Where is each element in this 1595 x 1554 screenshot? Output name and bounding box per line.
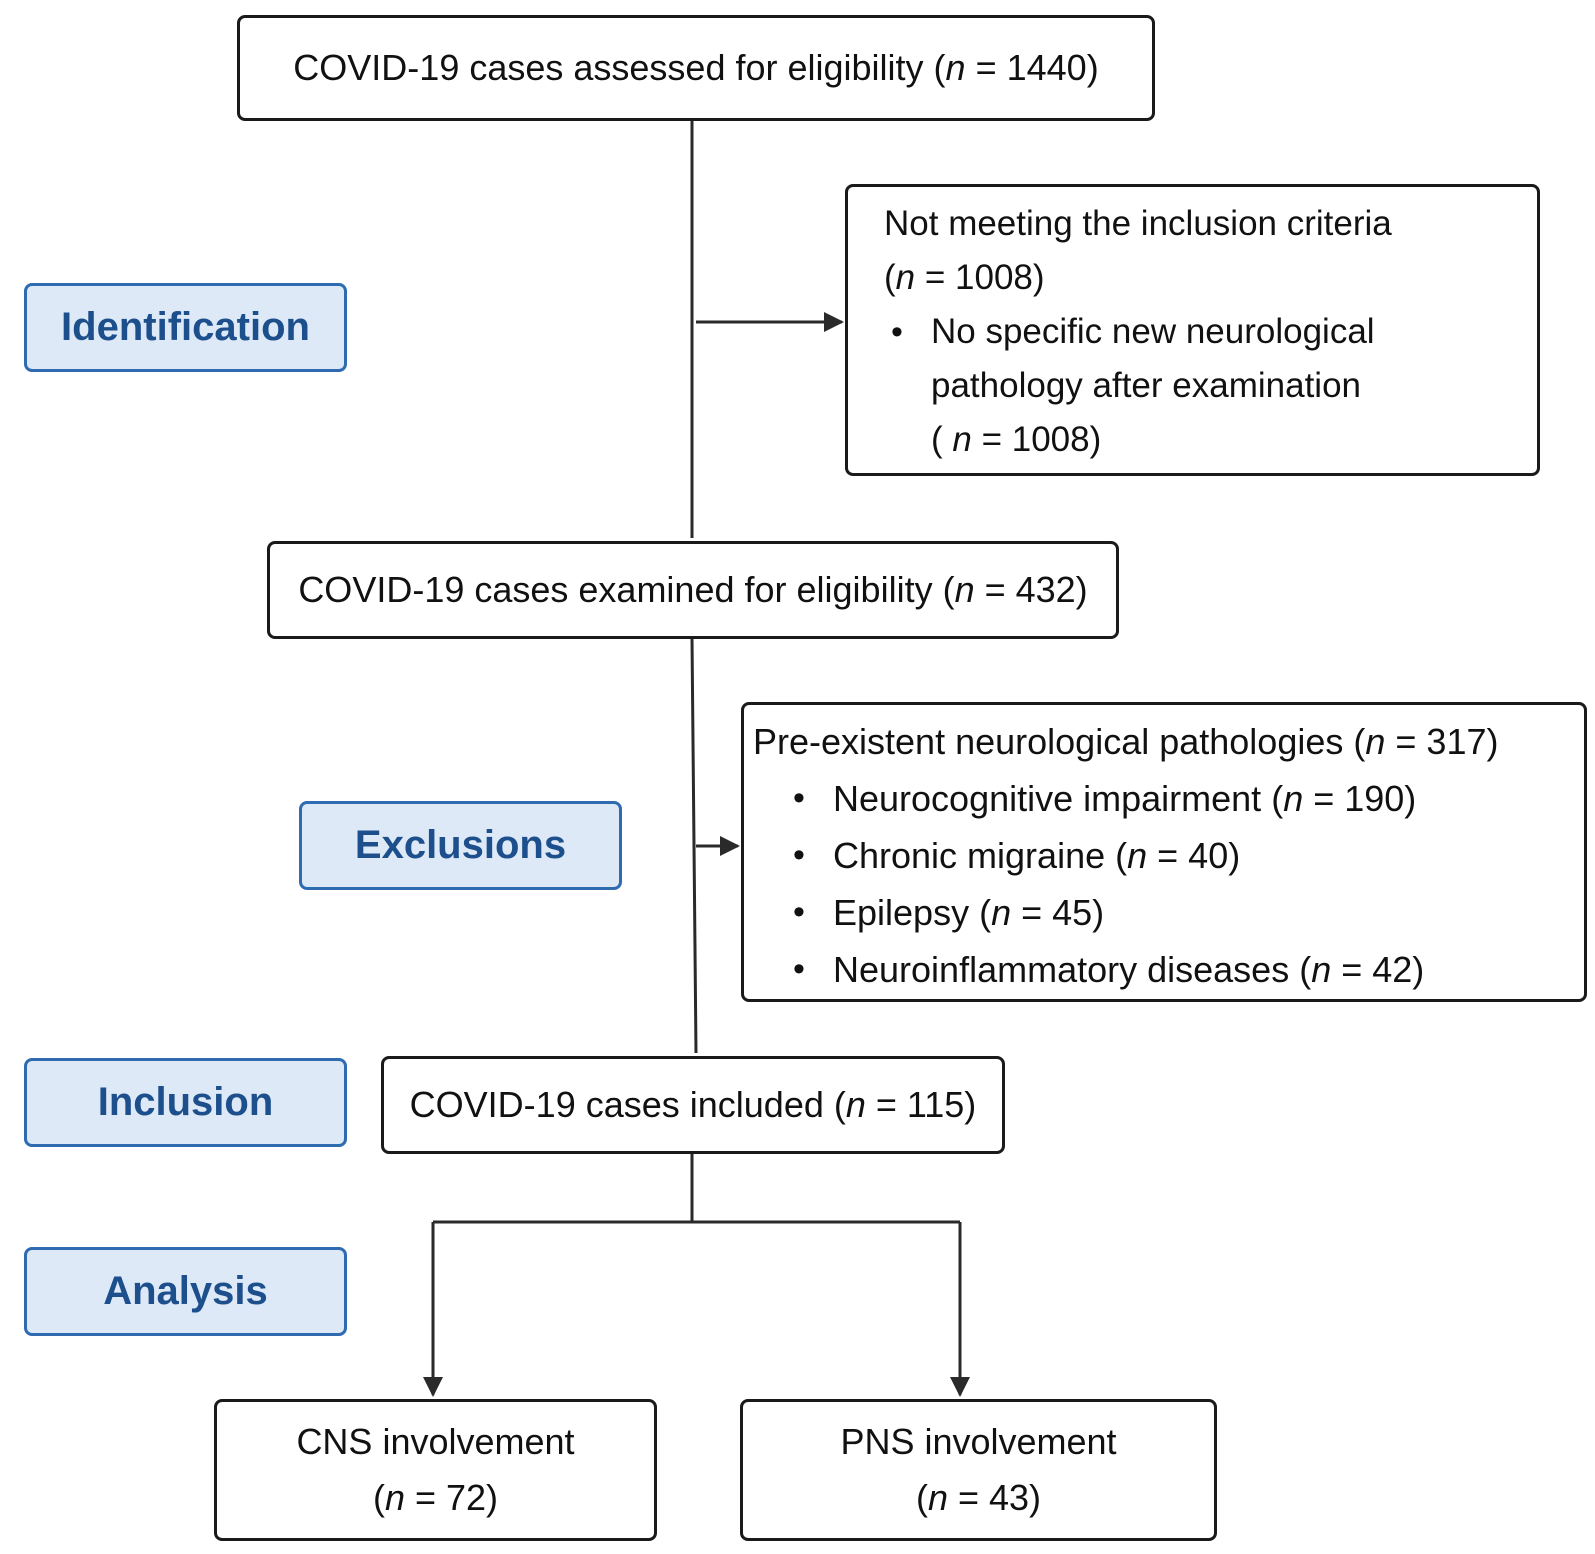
- cases-examined-text: COVID-19 cases examined for eligibility …: [298, 568, 1088, 610]
- stage-analysis: Analysis: [24, 1247, 347, 1336]
- box-not-meeting-criteria: Not meeting the inclusion criteria (n = …: [845, 184, 1540, 476]
- list-item: Neuroinflammatory diseases (n = 42): [793, 941, 1584, 998]
- stage-exclusions: Exclusions: [299, 801, 622, 890]
- pns-count: (n = 43): [915, 1477, 1042, 1518]
- not-meeting-count: (n = 1008): [884, 258, 1045, 297]
- list-item: Epilepsy (n = 45): [793, 884, 1584, 941]
- preexistent-title: Pre-existent neurological pathologies (n…: [753, 721, 1499, 762]
- not-meeting-bullet-count: ( n = 1008): [931, 420, 1102, 459]
- stage-inclusion: Inclusion: [24, 1058, 347, 1147]
- not-meeting-bullet-line1: No specific new neurological: [931, 312, 1375, 351]
- connector-examined-to-included: [690, 637, 698, 1054]
- cns-label: CNS involvement: [296, 1421, 575, 1462]
- cases-assessed-text: COVID-19 cases assessed for eligibility …: [293, 46, 1099, 88]
- stage-inclusion-label: Inclusion: [97, 1080, 274, 1124]
- box-cases-included: COVID-19 cases included (n = 115): [381, 1056, 1005, 1154]
- cns-count: (n = 72): [372, 1477, 499, 1518]
- box-preexistent-pathologies: Pre-existent neurological pathologies (n…: [741, 702, 1587, 1002]
- box-pns-involvement: PNS involvement (n = 43): [740, 1399, 1217, 1541]
- not-meeting-bullet-line2: pathology after examination: [931, 366, 1361, 405]
- box-cns-involvement: CNS involvement (n = 72): [214, 1399, 657, 1541]
- pns-label: PNS involvement: [840, 1421, 1117, 1462]
- cases-included-text: COVID-19 cases included (n = 115): [409, 1083, 977, 1125]
- stage-identification: Identification: [24, 283, 347, 372]
- not-meeting-title: Not meeting the inclusion criteria: [884, 204, 1392, 243]
- list-item: Neurocognitive impairment (n = 190): [793, 770, 1584, 827]
- stage-analysis-label: Analysis: [103, 1269, 268, 1313]
- box-cases-assessed: COVID-19 cases assessed for eligibility …: [237, 15, 1155, 121]
- box-cases-examined: COVID-19 cases examined for eligibility …: [267, 541, 1119, 639]
- stage-exclusions-label: Exclusions: [354, 823, 567, 867]
- stage-identification-label: Identification: [61, 305, 310, 349]
- list-item: No specific new neurological pathology a…: [891, 305, 1537, 467]
- list-item: Chronic migraine (n = 40): [793, 827, 1584, 884]
